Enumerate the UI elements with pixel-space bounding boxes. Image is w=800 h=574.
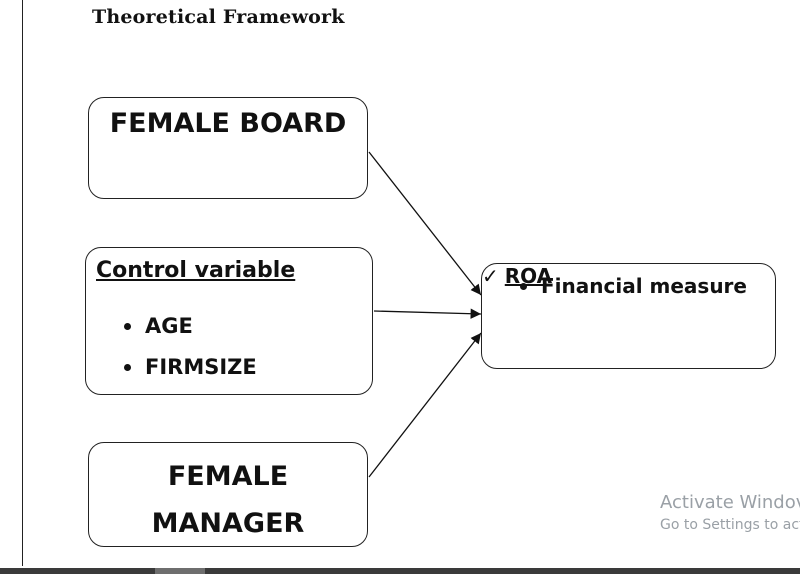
page-margin-line: [22, 0, 23, 566]
roa-item: ✓ ROA: [482, 264, 775, 288]
female-board-label: FEMALE BOARD: [109, 108, 347, 139]
checkmark-icon: ✓: [482, 264, 499, 288]
arrow-control-to-outcome: [373, 308, 482, 319]
roa-label: ROA: [504, 264, 553, 288]
bullet-icon: [124, 322, 131, 330]
control-item-label: AGE: [145, 314, 193, 338]
activate-windows-watermark: Activate Windov: [660, 492, 800, 513]
female-manager-label: FEMALE MANAGER: [89, 453, 367, 547]
control-variable-box: Control variable AGE FIRMSIZE: [85, 247, 373, 395]
financial-measure-item: Financial measure: [520, 274, 747, 298]
bullet-icon: [124, 363, 131, 371]
arrow-female-board-to-outcome: [368, 151, 482, 296]
control-item-age: AGE: [124, 314, 193, 338]
taskbar-strip: [0, 568, 800, 574]
financial-measure-label: Financial measure: [541, 274, 747, 298]
female-manager-line2: MANAGER: [151, 508, 305, 539]
control-item-firmsize: FIRMSIZE: [124, 355, 257, 379]
female-manager-box: FEMALE MANAGER: [88, 442, 368, 547]
diagram-title: Theoretical Framework: [92, 6, 345, 28]
arrow-female-manager-to-outcome: [368, 332, 482, 478]
control-item-label: FIRMSIZE: [145, 355, 257, 379]
activate-windows-subtext: Go to Settings to act: [660, 517, 800, 533]
female-manager-line1: FEMALE: [167, 461, 289, 492]
outcome-box: Financial measure ✓ ROA: [481, 263, 776, 369]
bullet-icon: [520, 282, 527, 290]
taskbar-segment: [155, 568, 205, 574]
control-variable-heading: Control variable: [96, 258, 296, 283]
female-board-box: FEMALE BOARD: [88, 97, 368, 199]
